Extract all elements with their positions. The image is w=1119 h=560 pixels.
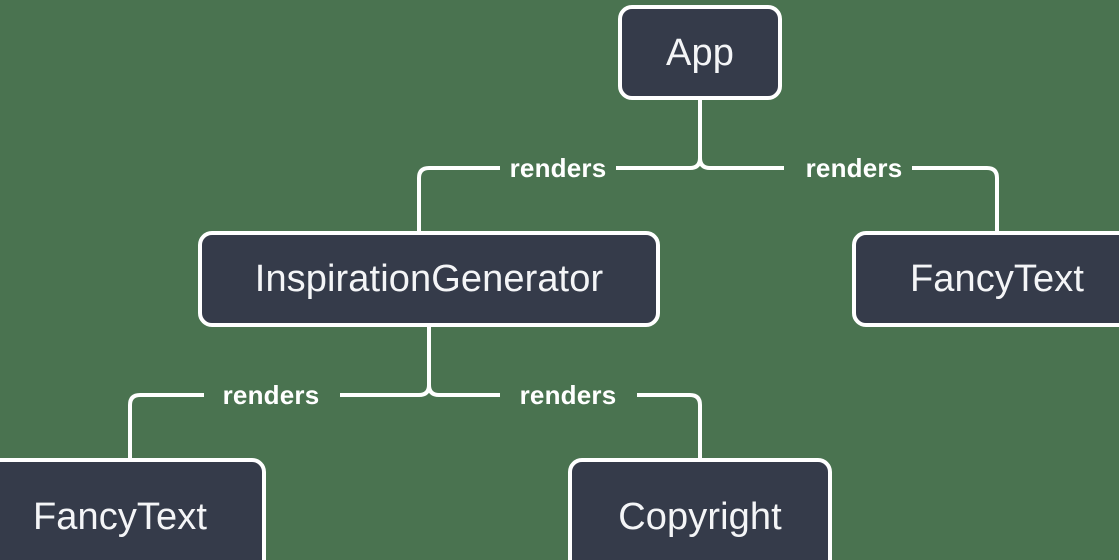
node-app-label: App bbox=[666, 31, 734, 74]
node-fancytext-right-label: FancyText bbox=[909, 258, 1085, 300]
edge-label-app-to-inspiration: renders bbox=[509, 153, 607, 183]
edge-app-to-inspiration bbox=[417, 166, 500, 231]
node-copyright[interactable]: Copyright bbox=[568, 458, 832, 560]
edge-label-inspiration-to-copyright: renders bbox=[519, 380, 617, 410]
node-inspiration-generator[interactable]: InspirationGenerator bbox=[198, 231, 660, 327]
edge-app-to-fancytext-right bbox=[912, 166, 999, 231]
edge-inspiration-stem-right bbox=[427, 384, 500, 397]
node-fancytext-right[interactable]: FancyText bbox=[852, 231, 1119, 327]
edge-inspiration-to-fancytext-left bbox=[128, 393, 204, 458]
edge-label-app-to-fancytext: renders bbox=[805, 153, 903, 183]
node-inspiration-generator-label: InspirationGenerator bbox=[254, 258, 604, 300]
edge-app-stem-right bbox=[698, 157, 784, 170]
edge-app-stem bbox=[616, 100, 702, 170]
node-app[interactable]: App bbox=[618, 5, 782, 100]
edge-inspiration-to-copyright bbox=[637, 393, 702, 458]
edge-inspiration-stem bbox=[340, 327, 431, 397]
edge-label-inspiration-to-fancytext: renders bbox=[222, 380, 320, 410]
node-fancytext-left-label: FancyText bbox=[32, 496, 208, 538]
node-copyright-label: Copyright bbox=[618, 496, 782, 538]
node-fancytext-left[interactable]: FancyText bbox=[0, 458, 266, 560]
